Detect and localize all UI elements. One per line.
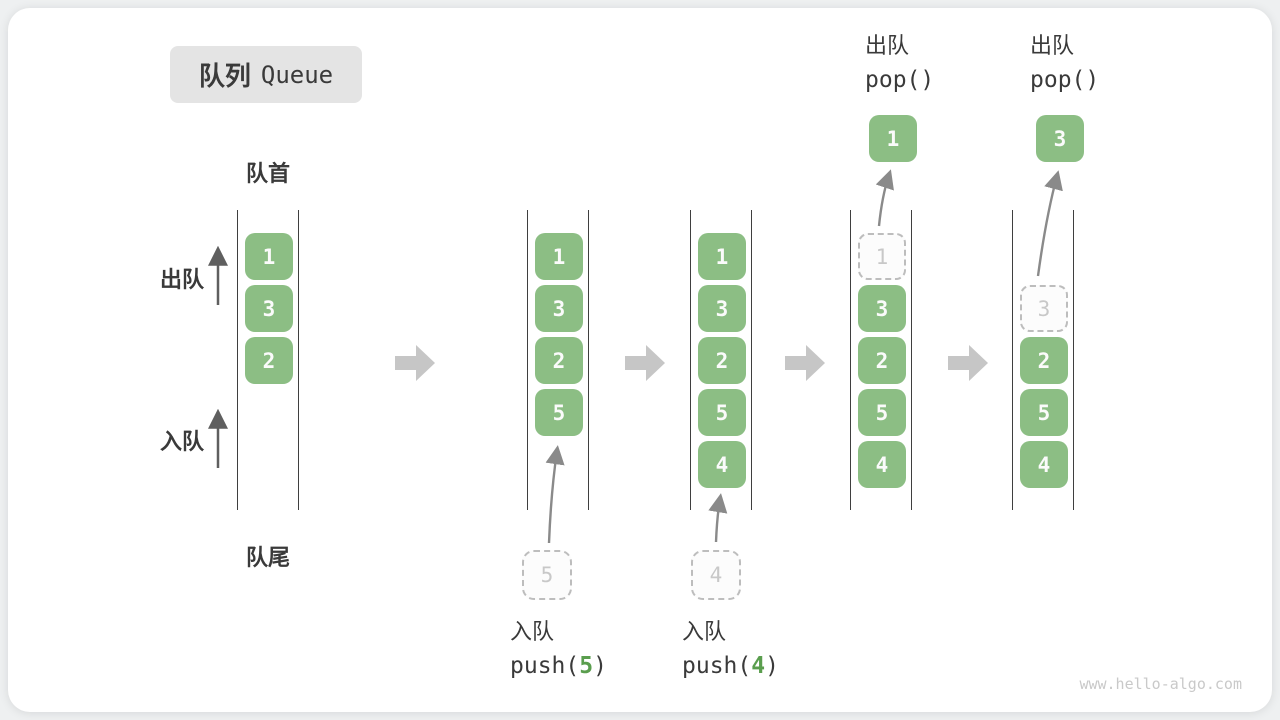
op-push-4-arg: 4: [751, 653, 766, 679]
queue-item: 3: [535, 285, 583, 332]
title-box: 队列 Queue: [170, 46, 362, 103]
queue-item: 3: [245, 285, 293, 332]
queue-item: 2: [1020, 337, 1068, 384]
op-pop-2: 出队 pop(): [1030, 30, 1099, 97]
op-pop-1-label: 出队: [865, 34, 910, 59]
op-push-5-label: 入队: [510, 620, 555, 645]
op-push-5: 入队 push(5): [510, 616, 607, 683]
queue-item: 5: [698, 389, 746, 436]
popped-item: 3: [1036, 115, 1084, 162]
diagram-card: [8, 8, 1272, 712]
op-push-4-label: 入队: [682, 620, 727, 645]
queue-item: 1: [698, 233, 746, 280]
queue-state-3: 1 3 2 5 4: [690, 210, 752, 510]
label-dequeue: 出队: [160, 268, 205, 293]
op-push-5-arg: 5: [579, 653, 594, 679]
queue-item: 3: [698, 285, 746, 332]
op-push-4: 入队 push(4): [682, 616, 779, 683]
queue-state-5: 3 2 5 4: [1012, 210, 1074, 510]
queue-item: 2: [245, 337, 293, 384]
op-push-4-call: push(4): [682, 653, 779, 679]
queue-item: 3: [858, 285, 906, 332]
incoming-item: 5: [522, 550, 572, 600]
queue-item: 5: [535, 389, 583, 436]
queue-item-ghost: 1: [858, 233, 906, 280]
queue-state-1: 1 3 2: [237, 210, 299, 510]
queue-item: 1: [245, 233, 293, 280]
queue-item: 2: [858, 337, 906, 384]
op-pop-1: 出队 pop(): [865, 30, 934, 97]
popped-item: 1: [869, 115, 917, 162]
title-zh: 队列: [198, 62, 251, 92]
queue-state-2: 1 3 2 5: [527, 210, 589, 510]
queue-item: 2: [535, 337, 583, 384]
queue-item: 2: [698, 337, 746, 384]
queue-item: 1: [535, 233, 583, 280]
queue-item: 4: [858, 441, 906, 488]
label-enqueue: 入队: [160, 430, 205, 455]
queue-item: 5: [858, 389, 906, 436]
op-pop-2-label: 出队: [1030, 34, 1075, 59]
op-pop-2-call: pop(): [1030, 67, 1100, 93]
label-queue-front: 队首: [245, 162, 290, 187]
queue-item: 4: [1020, 441, 1068, 488]
queue-item: 4: [698, 441, 746, 488]
queue-item-ghost: 3: [1020, 285, 1068, 332]
label-queue-rear: 队尾: [245, 546, 290, 571]
incoming-item: 4: [691, 550, 741, 600]
queue-state-4: 1 3 2 5 4: [850, 210, 912, 510]
op-pop-1-call: pop(): [865, 67, 935, 93]
queue-item: 5: [1020, 389, 1068, 436]
watermark: www.hello-algo.com: [1079, 675, 1242, 693]
op-push-5-call: push(5): [510, 653, 607, 679]
title-en: Queue: [260, 60, 334, 89]
